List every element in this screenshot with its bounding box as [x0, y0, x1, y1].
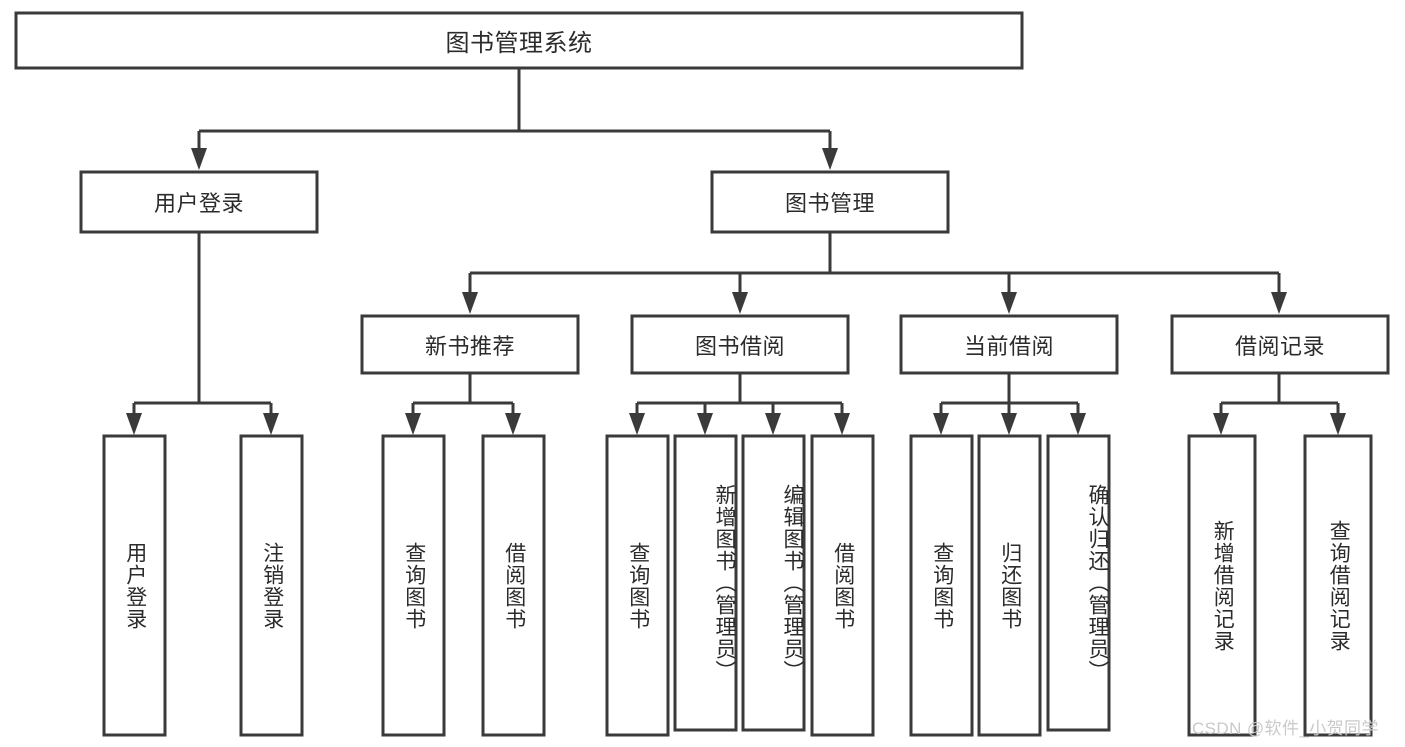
arrow-head-leaf-logout: [263, 413, 279, 435]
connector-group-root: [191, 68, 838, 170]
arrow-head-leaf-query-record: [1330, 413, 1346, 435]
connector-group-new-book-rec: [405, 373, 521, 435]
arrow-head-leaf-query-book-1: [405, 413, 421, 435]
node-box-user-login[interactable]: [79, 170, 319, 234]
node-box-leaf-user-login[interactable]: [102, 434, 167, 737]
arrow-head-leaf-confirm-return: [1070, 413, 1086, 435]
node-box-leaf-edit-book[interactable]: [741, 434, 806, 732]
arrow-head-book-borrow: [732, 292, 748, 314]
arrow-head-leaf-query-book-2: [629, 413, 645, 435]
watermark-text: CSDN @软件_小贺同学: [1192, 719, 1379, 738]
arrow-head-leaf-add-book: [697, 413, 713, 435]
arrow-head-new-book-rec: [462, 292, 478, 314]
node-box-leaf-borrow-book-2[interactable]: [810, 434, 875, 737]
node-box-new-book-rec[interactable]: [360, 314, 580, 375]
node-box-current-borrow[interactable]: [899, 314, 1119, 375]
arrow-head-leaf-query-book-3: [933, 413, 949, 435]
node-box-leaf-add-book[interactable]: [673, 434, 738, 732]
arrow-head-current-borrow: [1001, 292, 1017, 314]
node-box-book-manage[interactable]: [710, 170, 950, 234]
node-box-book-borrow[interactable]: [630, 314, 850, 375]
arrow-head-leaf-borrow-book-1: [505, 413, 521, 435]
node-box-borrow-record[interactable]: [1170, 314, 1390, 375]
arrow-head-leaf-edit-book: [765, 413, 781, 435]
node-box-leaf-add-record[interactable]: [1187, 434, 1257, 737]
connector-group-book-borrow: [629, 373, 850, 435]
arrow-head-leaf-user-login: [126, 413, 142, 435]
connector-group-user-login: [126, 232, 279, 435]
arrow-head-user-login: [191, 148, 207, 170]
node-box-leaf-query-book-2[interactable]: [605, 434, 670, 737]
connector-group-borrow-record: [1213, 373, 1346, 435]
arrow-head-leaf-add-record: [1213, 413, 1229, 435]
node-box-leaf-confirm-return[interactable]: [1046, 434, 1111, 732]
node-box-leaf-query-book-1[interactable]: [381, 434, 446, 737]
arrow-head-borrow-record: [1271, 292, 1287, 314]
arrow-head-leaf-borrow-book-2: [834, 413, 850, 435]
arrow-head-book-manage: [822, 148, 838, 170]
arrow-head-leaf-return-book: [1001, 413, 1017, 435]
node-box-leaf-borrow-book-1[interactable]: [481, 434, 546, 737]
node-box-root[interactable]: [14, 11, 1024, 70]
node-box-leaf-query-record[interactable]: [1303, 434, 1373, 737]
node-box-leaf-logout[interactable]: [239, 434, 304, 737]
node-box-leaf-query-book-3[interactable]: [909, 434, 974, 737]
node-box-leaf-return-book[interactable]: [977, 434, 1042, 737]
connector-group-book-manage: [462, 232, 1287, 314]
connector-group-current-borrow: [933, 373, 1086, 435]
